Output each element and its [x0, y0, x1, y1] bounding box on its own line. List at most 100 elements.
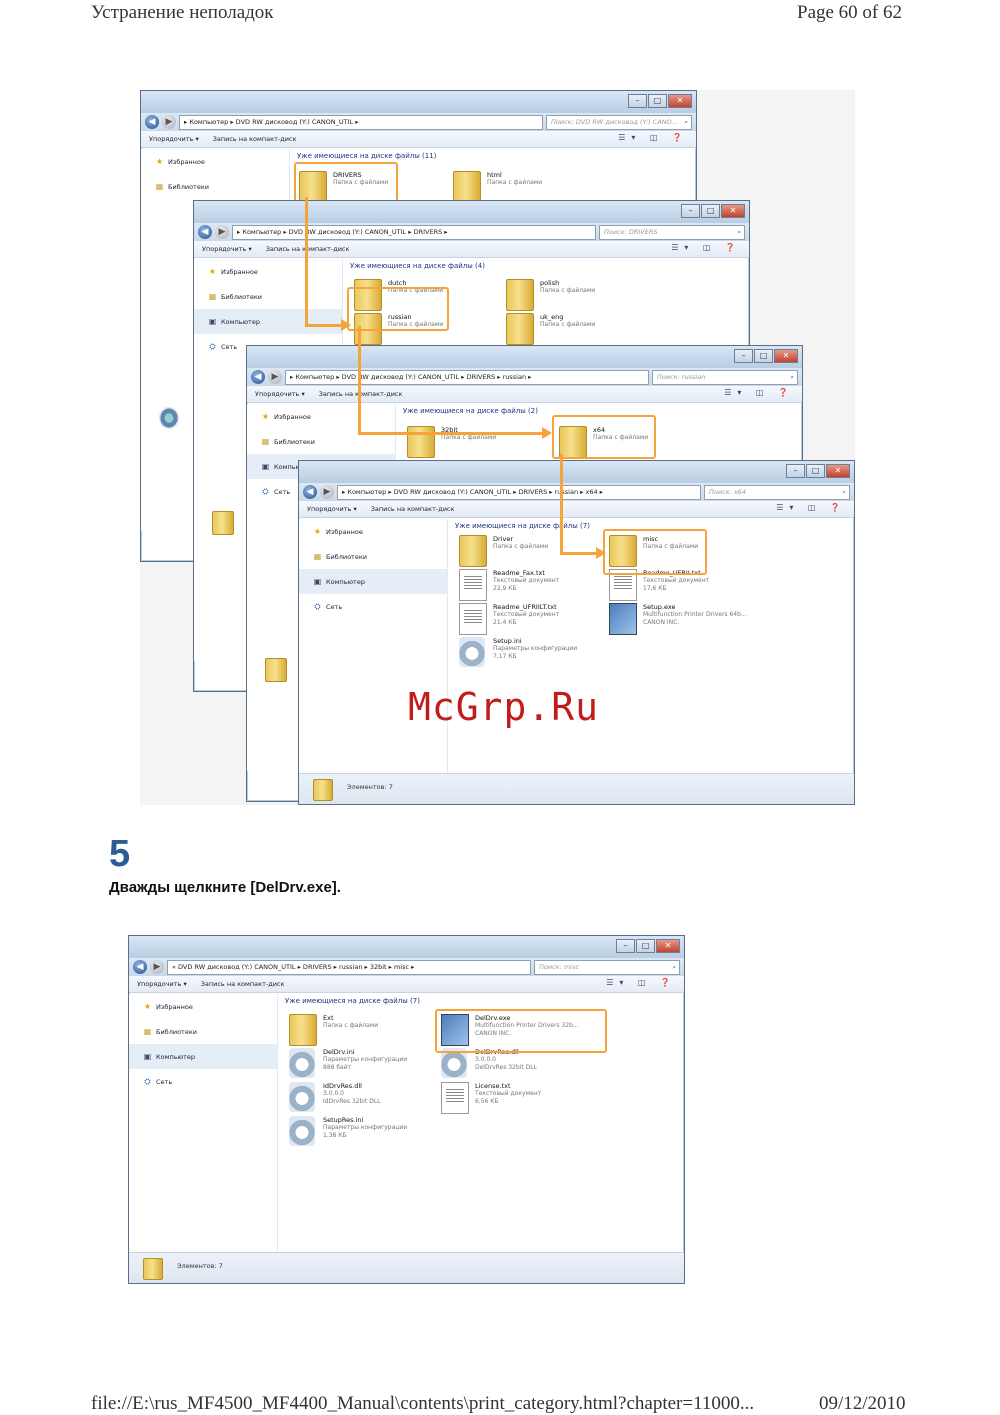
item-type: Multifunction Printer Drivers 32b... [475, 1022, 579, 1029]
forward-icon[interactable]: ▶ [150, 960, 164, 974]
maximize-icon[interactable]: □ [648, 94, 667, 108]
maximize-icon[interactable]: □ [806, 464, 825, 478]
nav-network[interactable]: ⛭Сеть [194, 334, 342, 359]
organize-button[interactable]: Упорядочить ▾ [137, 980, 187, 988]
nav-favorites[interactable]: ★Избранное [247, 404, 395, 429]
view-icons[interactable]: ☰▾ ◫ ❓ [671, 243, 741, 252]
minimize-icon[interactable]: – [734, 349, 753, 363]
title-bar: –□✕ [129, 936, 684, 958]
search-input[interactable]: Поиск: misc⌕ [534, 959, 680, 975]
group-header[interactable]: Уже имеющиеся на диске файлы (11) [297, 152, 437, 160]
back-icon[interactable]: ◀ [251, 370, 265, 384]
item-type: Папка с файлами [388, 321, 444, 328]
forward-icon[interactable]: ▶ [215, 225, 229, 239]
status-text: Элементов: 7 [347, 783, 393, 791]
burn-button[interactable]: Запись на компакт-диск [200, 980, 285, 988]
nav-label: Библиотеки [221, 293, 262, 301]
organize-button[interactable]: Упорядочить ▾ [149, 135, 199, 143]
close-icon[interactable]: ✕ [656, 939, 680, 953]
nav-computer[interactable]: ▣Компьютер [194, 309, 342, 334]
group-header[interactable]: Уже имеющиеся на диске файлы (4) [350, 262, 485, 270]
forward-icon[interactable]: ▶ [320, 485, 334, 499]
organize-button[interactable]: Упорядочить ▾ [307, 505, 357, 513]
burn-button[interactable]: Запись на компакт-диск [212, 135, 297, 143]
nav-label: Сеть [326, 603, 343, 611]
group-header[interactable]: Уже имеющиеся на диске файлы (7) [285, 997, 420, 1005]
minimize-icon[interactable]: – [616, 939, 635, 953]
nav-libraries[interactable]: ▦Библиотеки [129, 1019, 277, 1044]
command-bar: Упорядочить ▾ Запись на компакт-диск ☰▾ ◫ … [141, 131, 696, 148]
path-field[interactable]: ▸ Компьютер ▸ DVD RW дисковод (Y:) CANON… [285, 369, 649, 385]
minimize-icon[interactable]: – [628, 94, 647, 108]
maximize-icon[interactable]: □ [701, 204, 720, 218]
view-icons[interactable]: ☰▾ ◫ ❓ [776, 503, 846, 512]
group-header[interactable]: Уже имеющиеся на диске файлы (2) [403, 407, 538, 415]
burn-button[interactable]: Запись на компакт-диск [370, 505, 455, 513]
nav-libraries[interactable]: ▦Библиотеки [247, 429, 395, 454]
minimize-icon[interactable]: – [681, 204, 700, 218]
path-field[interactable]: ▸ Компьютер ▸ DVD RW дисковод (Y:) CANON… [232, 224, 596, 240]
view-icons[interactable]: ☰▾ ◫ ❓ [606, 978, 676, 987]
path-field[interactable]: ▸ Компьютер ▸ DVD RW дисковод (Y:) CANON… [337, 484, 701, 500]
nav-favorites[interactable]: ★Избранное [141, 149, 289, 174]
close-icon[interactable]: ✕ [721, 204, 745, 218]
nav-libraries[interactable]: ▦Библиотеки [299, 544, 447, 569]
organize-button[interactable]: Упорядочить ▾ [202, 245, 252, 253]
forward-icon[interactable]: ▶ [162, 115, 176, 129]
organize-button[interactable]: Упорядочить ▾ [255, 390, 305, 398]
search-input[interactable]: Поиск: DRIVERS⌕ [599, 224, 745, 240]
forward-icon[interactable]: ▶ [268, 370, 282, 384]
close-icon[interactable]: ✕ [774, 349, 798, 363]
nav-libraries[interactable]: ▦Библиотеки [194, 284, 342, 309]
nav-network[interactable]: ⛭Сеть [299, 594, 447, 619]
nav-libraries[interactable]: ▦Библиотеки [141, 174, 289, 199]
group-header[interactable]: Уже имеющиеся на диске файлы (7) [455, 522, 590, 530]
nav-favorites[interactable]: ★Избранное [299, 519, 447, 544]
search-input[interactable]: Поиск: russian⌕ [652, 369, 798, 385]
path-field[interactable]: ▸ Компьютер ▸ DVD RW дисковод (Y:) CANON… [179, 114, 543, 130]
nav-computer[interactable]: ▣Компьютер [129, 1044, 277, 1069]
back-icon[interactable]: ◀ [133, 960, 147, 974]
view-icons[interactable]: ☰▾ ◫ ❓ [724, 388, 794, 397]
maximize-icon[interactable]: □ [754, 349, 773, 363]
nav-computer[interactable]: ▣Компьютер [299, 569, 447, 594]
back-icon[interactable]: ◀ [145, 115, 159, 129]
search-input[interactable]: Поиск: DVD RW дисковод (Y:) CANO...⌕ [546, 114, 692, 130]
item-name: IdDrvRes.dll [323, 1082, 362, 1090]
back-icon[interactable]: ◀ [303, 485, 317, 499]
nav-network[interactable]: ⛭Сеть [129, 1069, 277, 1094]
maximize-icon[interactable]: □ [636, 939, 655, 953]
computer-icon: ▣ [313, 577, 322, 586]
nav-network[interactable]: ⛭Сеть [247, 479, 395, 504]
search-input[interactable]: Поиск: x64⌕ [704, 484, 850, 500]
nav-favorites[interactable]: ★Избранное [129, 994, 277, 1019]
dll-file-icon [289, 1082, 315, 1112]
nav-favorites[interactable]: ★Избранное [194, 259, 342, 284]
close-icon[interactable]: ✕ [826, 464, 850, 478]
back-icon[interactable]: ◀ [198, 225, 212, 239]
close-icon[interactable]: ✕ [668, 94, 692, 108]
view-icons[interactable]: ☰▾ ◫ ❓ [618, 133, 688, 142]
minimize-icon[interactable]: – [786, 464, 805, 478]
command-bar: Упорядочить ▾ Запись на компакт-диск ☰▾ ◫ … [129, 976, 684, 993]
path-field[interactable]: « DVD RW дисковод (Y:) CANON_UTIL ▸ DRIV… [167, 959, 531, 975]
